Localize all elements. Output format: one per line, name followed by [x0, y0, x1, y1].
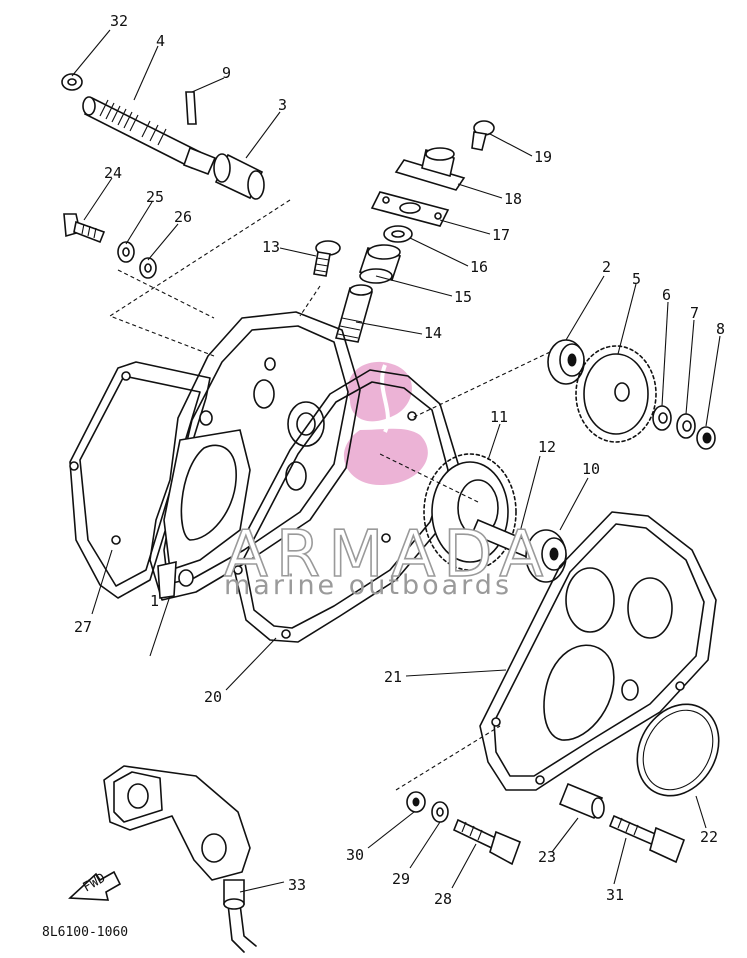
- part-label: 22: [700, 828, 718, 846]
- watermark-brand: ARMADA: [224, 518, 551, 592]
- bolt-28: [452, 818, 522, 866]
- part-label: 8: [716, 320, 725, 338]
- watermark: ARMADA marine outboards: [223, 517, 551, 601]
- sprocket-5: [575, 345, 657, 443]
- part-label: 3: [278, 96, 287, 114]
- part-label: 33: [288, 876, 306, 894]
- nut-8: [696, 426, 716, 450]
- washer-30: [406, 791, 426, 813]
- part-label: 18: [504, 190, 522, 208]
- fwd-direction-arrow: FWD: [68, 871, 122, 901]
- washer-29: [431, 801, 449, 823]
- part-label: 19: [534, 148, 552, 166]
- part-label: 1: [150, 592, 159, 610]
- watermark-logo: [343, 361, 428, 485]
- part-label: 10: [582, 460, 600, 478]
- screw-24: [63, 213, 106, 244]
- washer-25: [117, 241, 135, 263]
- part-label: 17: [492, 226, 510, 244]
- pin-9: [185, 91, 197, 125]
- part-label: 28: [434, 890, 452, 908]
- diagram-reference-code: 8L6100-1060: [42, 925, 128, 940]
- screw-19: [471, 120, 495, 151]
- part-number-labels: 1 2 3 4 5 6 7 8 9 10 11 12 13 14 15 16 1…: [74, 12, 725, 908]
- part-label: 26: [174, 208, 192, 226]
- leader-lines: [71, 29, 721, 893]
- part-label: 32: [110, 12, 128, 30]
- part-label: 27: [74, 618, 92, 636]
- part-label: 20: [204, 688, 222, 706]
- gasket-20: [231, 369, 461, 643]
- part-label: 31: [606, 886, 624, 904]
- part-label: 2: [602, 258, 611, 276]
- o-ring-22: [636, 703, 720, 797]
- sleeve-23: [558, 782, 605, 820]
- hose-33: [223, 879, 257, 953]
- bolt-31: [608, 814, 686, 864]
- shaft-14: [334, 284, 374, 343]
- washer-32: [61, 73, 83, 91]
- screw-13: [313, 240, 341, 277]
- bushing-3: [213, 153, 265, 200]
- part-label: 25: [146, 188, 164, 206]
- part-label: 5: [632, 270, 641, 288]
- gasket-17: [370, 191, 450, 227]
- part-label: 23: [538, 848, 556, 866]
- part-label: 29: [392, 870, 410, 888]
- seal-16: [383, 225, 413, 243]
- washer-7: [676, 413, 696, 439]
- part-label: 15: [454, 288, 472, 306]
- cover-18: [394, 147, 466, 191]
- part-label: 14: [424, 324, 442, 342]
- washer-6: [652, 405, 672, 431]
- part-label: 16: [470, 258, 488, 276]
- housing-1: [149, 311, 361, 601]
- bearing-10: [525, 529, 567, 583]
- part-label: 4: [156, 32, 165, 50]
- part-label: 6: [662, 286, 671, 304]
- bearing-2: [547, 339, 585, 385]
- watermark-tagline: marine outboards: [224, 570, 512, 601]
- manifold-lower-left: [103, 765, 251, 881]
- part-label: 11: [490, 408, 508, 426]
- part-label: 30: [346, 846, 364, 864]
- shaft-4: [82, 96, 217, 176]
- part-label: 13: [262, 238, 280, 256]
- part-label: 7: [690, 304, 699, 322]
- part-label: 9: [222, 64, 231, 82]
- washer-26: [139, 257, 157, 279]
- cover-21: [479, 511, 717, 791]
- part-label: 24: [104, 164, 122, 182]
- part-label: 21: [384, 668, 402, 686]
- part-label: 12: [538, 438, 556, 456]
